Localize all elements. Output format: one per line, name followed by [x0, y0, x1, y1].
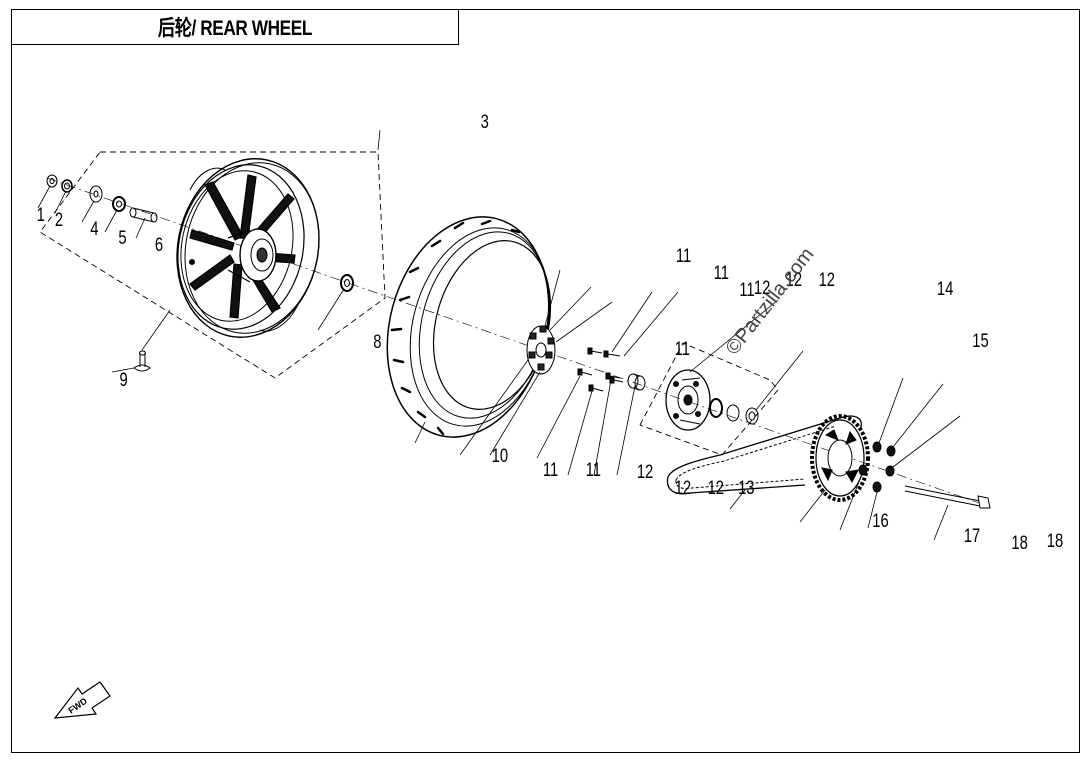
- bearing-left-part[interactable]: [112, 196, 126, 212]
- callout-label: 8: [373, 331, 381, 352]
- callout-label: 11: [714, 262, 729, 283]
- rim-part[interactable]: [161, 145, 335, 350]
- callout-label: 10: [492, 445, 508, 466]
- bearing-right-part[interactable]: [340, 274, 354, 292]
- spacer-15-part[interactable]: [745, 407, 759, 425]
- callout-label: 14: [937, 278, 953, 299]
- callout-label: 11: [675, 338, 690, 359]
- chain-part[interactable]: [666, 415, 862, 495]
- callout-label: 12: [819, 269, 835, 290]
- callout-label: 11: [543, 459, 558, 480]
- callout-label: 18: [1047, 530, 1063, 551]
- hub-assembly-outline: [639, 342, 779, 456]
- callout-label: 12: [708, 477, 724, 498]
- callout-label: 18: [1011, 532, 1027, 553]
- watermark: ©Partzilla.com: [722, 244, 819, 359]
- spacer-washer-part[interactable]: [89, 185, 103, 203]
- nut-part[interactable]: [46, 174, 58, 188]
- callout-label: 1: [37, 204, 45, 225]
- bolt-part[interactable]: [577, 347, 624, 392]
- callout-label: 11: [739, 279, 754, 300]
- callout-label: 12: [637, 461, 653, 482]
- sprocket-part[interactable]: [810, 414, 870, 502]
- callout-label: 11: [586, 459, 601, 480]
- callout-label: 6: [155, 234, 163, 255]
- collar-part[interactable]: [129, 207, 158, 223]
- callout-label: 12: [675, 477, 691, 498]
- callout-label: 11: [676, 245, 691, 266]
- page-title: 后轮/ REAR WHEEL: [157, 17, 313, 40]
- sprocket-hub-part[interactable]: [665, 369, 740, 431]
- callout-label: 12: [786, 269, 802, 290]
- callout-label: 5: [118, 227, 126, 248]
- title-box: 后轮/ REAR WHEEL: [11, 9, 459, 45]
- diagram-frame: [11, 9, 1080, 753]
- callout-label: 2: [55, 209, 63, 230]
- forward-arrow-icon: [53, 681, 111, 719]
- callout-label: 17: [964, 525, 980, 546]
- collar-13-part[interactable]: [627, 373, 646, 391]
- callout-label: 12: [754, 277, 770, 298]
- damper-part[interactable]: [526, 325, 556, 375]
- callout-label: 13: [738, 477, 754, 498]
- callout-label: 15: [972, 330, 988, 351]
- callout-label: 3: [481, 111, 489, 132]
- valve-part[interactable]: [133, 350, 151, 372]
- callout-label: 4: [90, 218, 98, 239]
- callout-label: 9: [120, 369, 128, 390]
- wheel-assembly-outline: [39, 151, 386, 379]
- axle-part[interactable]: [904, 485, 991, 509]
- sprocket-nut-part[interactable]: [858, 441, 896, 493]
- callout-label: 16: [872, 510, 888, 531]
